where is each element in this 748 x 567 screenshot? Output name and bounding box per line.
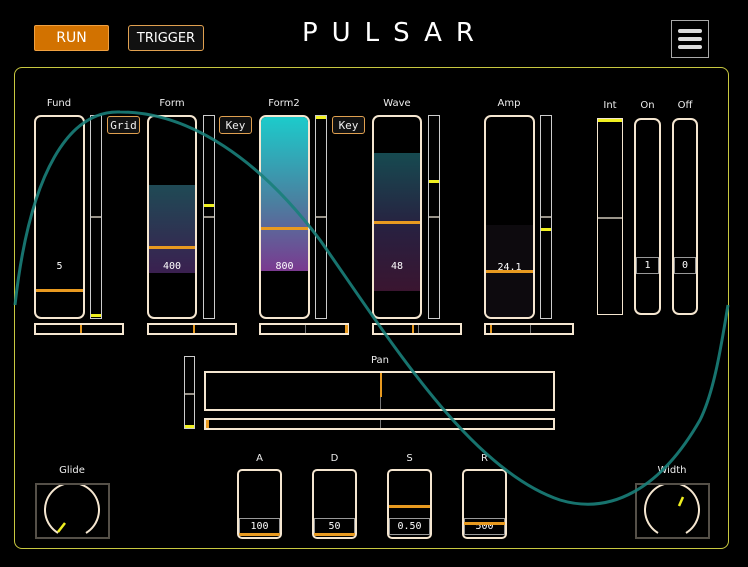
pan-slider[interactable] bbox=[204, 371, 555, 411]
decay-label: D bbox=[330, 453, 339, 464]
hamburger-menu-icon[interactable] bbox=[671, 20, 709, 58]
sustain-slider[interactable]: 0.50 bbox=[387, 469, 432, 539]
pan-mod-slider[interactable] bbox=[184, 356, 195, 429]
trigger-button[interactable]: TRIGGER bbox=[128, 25, 204, 51]
form-key-button[interactable]: Key bbox=[219, 116, 252, 134]
fund-slider[interactable]: 5 bbox=[34, 115, 85, 319]
on-label: On bbox=[640, 100, 655, 111]
glide-label: Glide bbox=[59, 465, 85, 476]
form2-label: Form2 bbox=[268, 98, 300, 109]
amp-value: 24.1 bbox=[497, 262, 522, 273]
form-slider[interactable]: 400 bbox=[147, 115, 197, 319]
attack-label: A bbox=[256, 453, 263, 464]
glide-knob[interactable] bbox=[35, 481, 110, 539]
app-title: PULSAR bbox=[301, 18, 489, 48]
release-slider[interactable]: 500 bbox=[462, 469, 507, 539]
off-value: 0 bbox=[674, 257, 696, 274]
int-slider[interactable] bbox=[597, 118, 623, 315]
amp-slider[interactable]: 24.1 bbox=[484, 115, 535, 319]
on-slider[interactable]: 1 bbox=[634, 118, 661, 315]
wave-label: Wave bbox=[383, 98, 411, 109]
pan-range-bar[interactable] bbox=[204, 418, 555, 430]
form2-value: 800 bbox=[275, 261, 294, 272]
decay-slider[interactable]: 50 bbox=[312, 469, 357, 539]
amp-label: Amp bbox=[497, 98, 521, 109]
off-label: Off bbox=[677, 100, 693, 111]
form-label: Form bbox=[159, 98, 185, 109]
int-label: Int bbox=[603, 100, 617, 111]
release-value: 500 bbox=[464, 518, 505, 535]
on-value: 1 bbox=[636, 257, 659, 274]
fund-label: Fund bbox=[46, 98, 72, 109]
release-label: R bbox=[481, 453, 488, 464]
wave-value: 48 bbox=[390, 261, 404, 272]
form2-mod-slider[interactable] bbox=[315, 115, 327, 319]
form-mod-slider[interactable] bbox=[203, 115, 215, 319]
wave-mod-slider[interactable] bbox=[428, 115, 440, 319]
form2-key-button[interactable]: Key bbox=[332, 116, 365, 134]
form2-slider[interactable]: 800 bbox=[259, 115, 310, 319]
width-label: Width bbox=[657, 465, 687, 476]
amp-range-bar[interactable] bbox=[484, 323, 574, 335]
sustain-value: 0.50 bbox=[389, 518, 430, 535]
fund-mod-slider[interactable] bbox=[90, 115, 102, 319]
pan-label: Pan bbox=[370, 355, 390, 366]
attack-slider[interactable]: 100 bbox=[237, 469, 282, 539]
run-button[interactable]: RUN bbox=[34, 25, 109, 51]
form2-range-bar[interactable] bbox=[259, 323, 349, 335]
width-knob[interactable] bbox=[635, 481, 710, 539]
amp-mod-slider[interactable] bbox=[540, 115, 552, 319]
fund-range-bar[interactable] bbox=[34, 323, 124, 335]
wave-range-bar[interactable] bbox=[372, 323, 462, 335]
sustain-label: S bbox=[406, 453, 413, 464]
off-slider[interactable]: 0 bbox=[672, 118, 698, 315]
wave-slider[interactable]: 48 bbox=[372, 115, 422, 319]
form-value: 400 bbox=[162, 261, 182, 272]
form-range-bar[interactable] bbox=[147, 323, 237, 335]
fund-value: 5 bbox=[56, 261, 63, 272]
grid-button[interactable]: Grid bbox=[107, 116, 140, 134]
